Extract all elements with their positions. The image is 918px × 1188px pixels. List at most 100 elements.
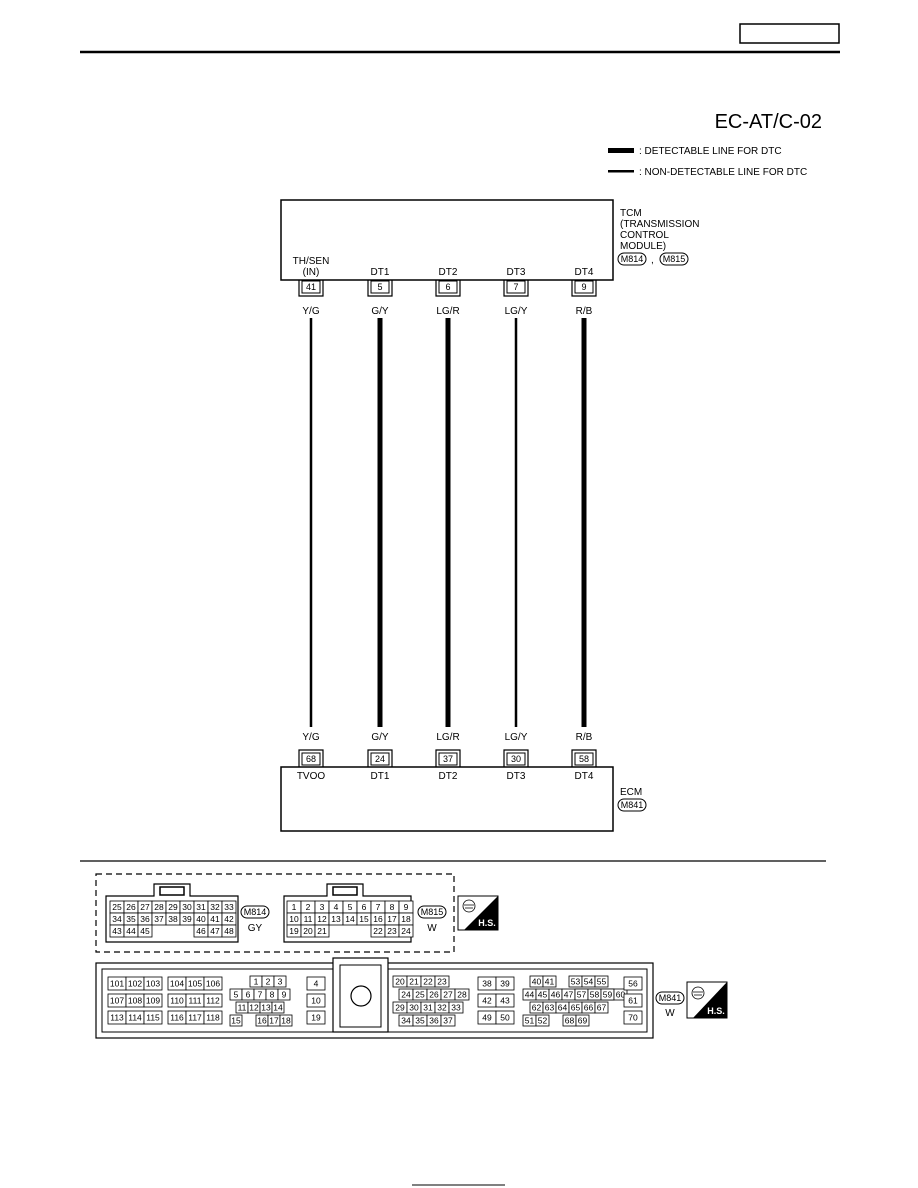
- connector-pin-number: 27: [443, 990, 453, 1000]
- wire-color-top: R/B: [576, 306, 593, 317]
- connector-cavity: [495, 1010, 515, 1025]
- connector-pin-number: 26: [126, 902, 136, 912]
- connector-pin-number: 21: [317, 926, 327, 936]
- connector-cavity: [535, 1014, 550, 1027]
- tcm-pin-box: [574, 280, 594, 294]
- connector-pin-number: 13: [261, 1003, 271, 1013]
- tcm-pin-bracket: [367, 280, 393, 297]
- connector-pin-number: 11: [304, 914, 313, 924]
- connector-cavity: [440, 1014, 456, 1027]
- ecm-connector: M841: [621, 800, 644, 810]
- tcm-pin-label: TH/SEN: [293, 256, 330, 267]
- hs-badge-text-2: H.S.: [707, 1006, 725, 1016]
- connector-cavity: [229, 1014, 243, 1027]
- connector-pin-number: 51: [525, 1016, 535, 1026]
- ecm-pin-number: 24: [375, 754, 385, 764]
- m814-tag-text: M814: [244, 907, 267, 917]
- ecm-pin-label: DT3: [507, 771, 526, 782]
- wire-dt3: DT3 7 LG/Y LG/Y 30 DT3: [503, 267, 529, 782]
- m841-tag-text: M841: [659, 993, 682, 1003]
- tcm-pin-number: 5: [377, 282, 382, 292]
- connector-pin-number: 103: [146, 979, 160, 989]
- m841-center-inner: [339, 964, 382, 1028]
- legend-nondetectable-swatch: [608, 170, 634, 173]
- connector-pin-number: 27: [140, 902, 150, 912]
- connector-pin-number: 29: [395, 1003, 405, 1013]
- ecm-pin-number: 58: [579, 754, 589, 764]
- connector-pin-number: 53: [571, 977, 581, 987]
- connector-pin-number: 2: [266, 977, 271, 987]
- connector-pin-number: 17: [269, 1016, 279, 1026]
- connector-pin-number: 39: [182, 914, 192, 924]
- connector-pin-number: 113: [110, 1013, 124, 1023]
- connector-pin-number: 19: [289, 926, 299, 936]
- ecm-pin-number: 30: [511, 754, 521, 764]
- connector-pin-number: 65: [571, 1003, 581, 1013]
- connector-pin-number: 32: [210, 902, 220, 912]
- wire-color-bottom: R/B: [576, 732, 593, 743]
- connector-pin-number: 107: [110, 996, 124, 1006]
- connector-pin-number: 24: [401, 990, 411, 1000]
- connector-cavity: [495, 976, 515, 991]
- connector-pin-number: 64: [558, 1003, 568, 1013]
- connector-pin-number: 12: [317, 914, 327, 924]
- connector-pin-number: 31: [423, 1003, 433, 1013]
- connector-pin-number: 41: [210, 914, 220, 924]
- connector-pin-number: 22: [373, 926, 383, 936]
- tcm-pin-label: DT1: [371, 267, 390, 278]
- connector-pin-number: 20: [303, 926, 313, 936]
- m814-tag: [240, 905, 270, 919]
- connector-cavity: [221, 924, 237, 938]
- tcm-title-line-1: TCM: [620, 208, 642, 219]
- tcm-pin-label: DT4: [575, 267, 594, 278]
- harness-side-icon-2: H.S.: [686, 981, 728, 1019]
- connector-cavity: [623, 1010, 643, 1025]
- connector-cavity: [398, 924, 414, 938]
- tcm-title-line-4: MODULE): [620, 241, 666, 252]
- connector-pin-number: 108: [128, 996, 142, 1006]
- connector-pin-number: 22: [423, 977, 433, 987]
- connector-pin-number: 20: [395, 977, 405, 987]
- ecm-pin-box: [301, 752, 321, 766]
- connector-pin-number: 110: [170, 996, 184, 1006]
- wire-color-bottom: LG/R: [436, 732, 459, 743]
- connector-pin-number: 14: [345, 914, 355, 924]
- connector-pin-number: 19: [311, 1013, 321, 1023]
- connector-pin-number: 50: [500, 1013, 510, 1023]
- harness-side-icon: H.S.: [457, 895, 499, 931]
- connector-pin-number: 43: [112, 926, 122, 936]
- connector-pin-number: 45: [140, 926, 150, 936]
- ecm-pin-bracket: [435, 749, 461, 767]
- connector-pin-number: 35: [126, 914, 136, 924]
- connector-pin-number: 1: [292, 902, 297, 912]
- connector-pin-number: 21: [409, 977, 419, 987]
- connector-pin-number: 115: [146, 1013, 160, 1023]
- wire-dt1: DT1 5 G/Y G/Y 24 DT1: [367, 267, 393, 782]
- connector-pin-number: 10: [311, 996, 321, 1006]
- connector-pin-number: 42: [224, 914, 234, 924]
- connector-pin-number: 46: [196, 926, 206, 936]
- connector-pin-number: 14: [273, 1003, 283, 1013]
- connector-pin-number: 62: [532, 1003, 542, 1013]
- connector-cavity: [143, 1010, 163, 1025]
- connector-pin-number: 42: [482, 996, 492, 1006]
- connector-pin-number: 47: [564, 990, 574, 1000]
- connector-pin-number: 109: [146, 996, 160, 1006]
- ecm-connector-tag: [617, 798, 647, 812]
- connector-pin-number: 39: [500, 979, 510, 989]
- connector-pin-number: 2: [306, 902, 311, 912]
- connector-pin-number: 118: [206, 1013, 220, 1023]
- connector-cavity: [279, 1014, 293, 1027]
- connector-pin-number: 28: [154, 902, 164, 912]
- connector-pin-number: 15: [359, 914, 369, 924]
- connector-pin-number: 44: [525, 990, 535, 1000]
- wire-dt4: DT4 9 R/B R/B 58 DT4: [571, 267, 597, 782]
- wire-color-top: G/Y: [371, 306, 389, 317]
- connector-pin-number: 10: [289, 914, 299, 924]
- connector-pin-number: 117: [188, 1013, 202, 1023]
- tcm-connector-tag-b: [659, 252, 689, 266]
- connector-cavity: [542, 975, 557, 988]
- connector-pin-number: 56: [628, 979, 638, 989]
- connector-pin-number: 68: [565, 1016, 575, 1026]
